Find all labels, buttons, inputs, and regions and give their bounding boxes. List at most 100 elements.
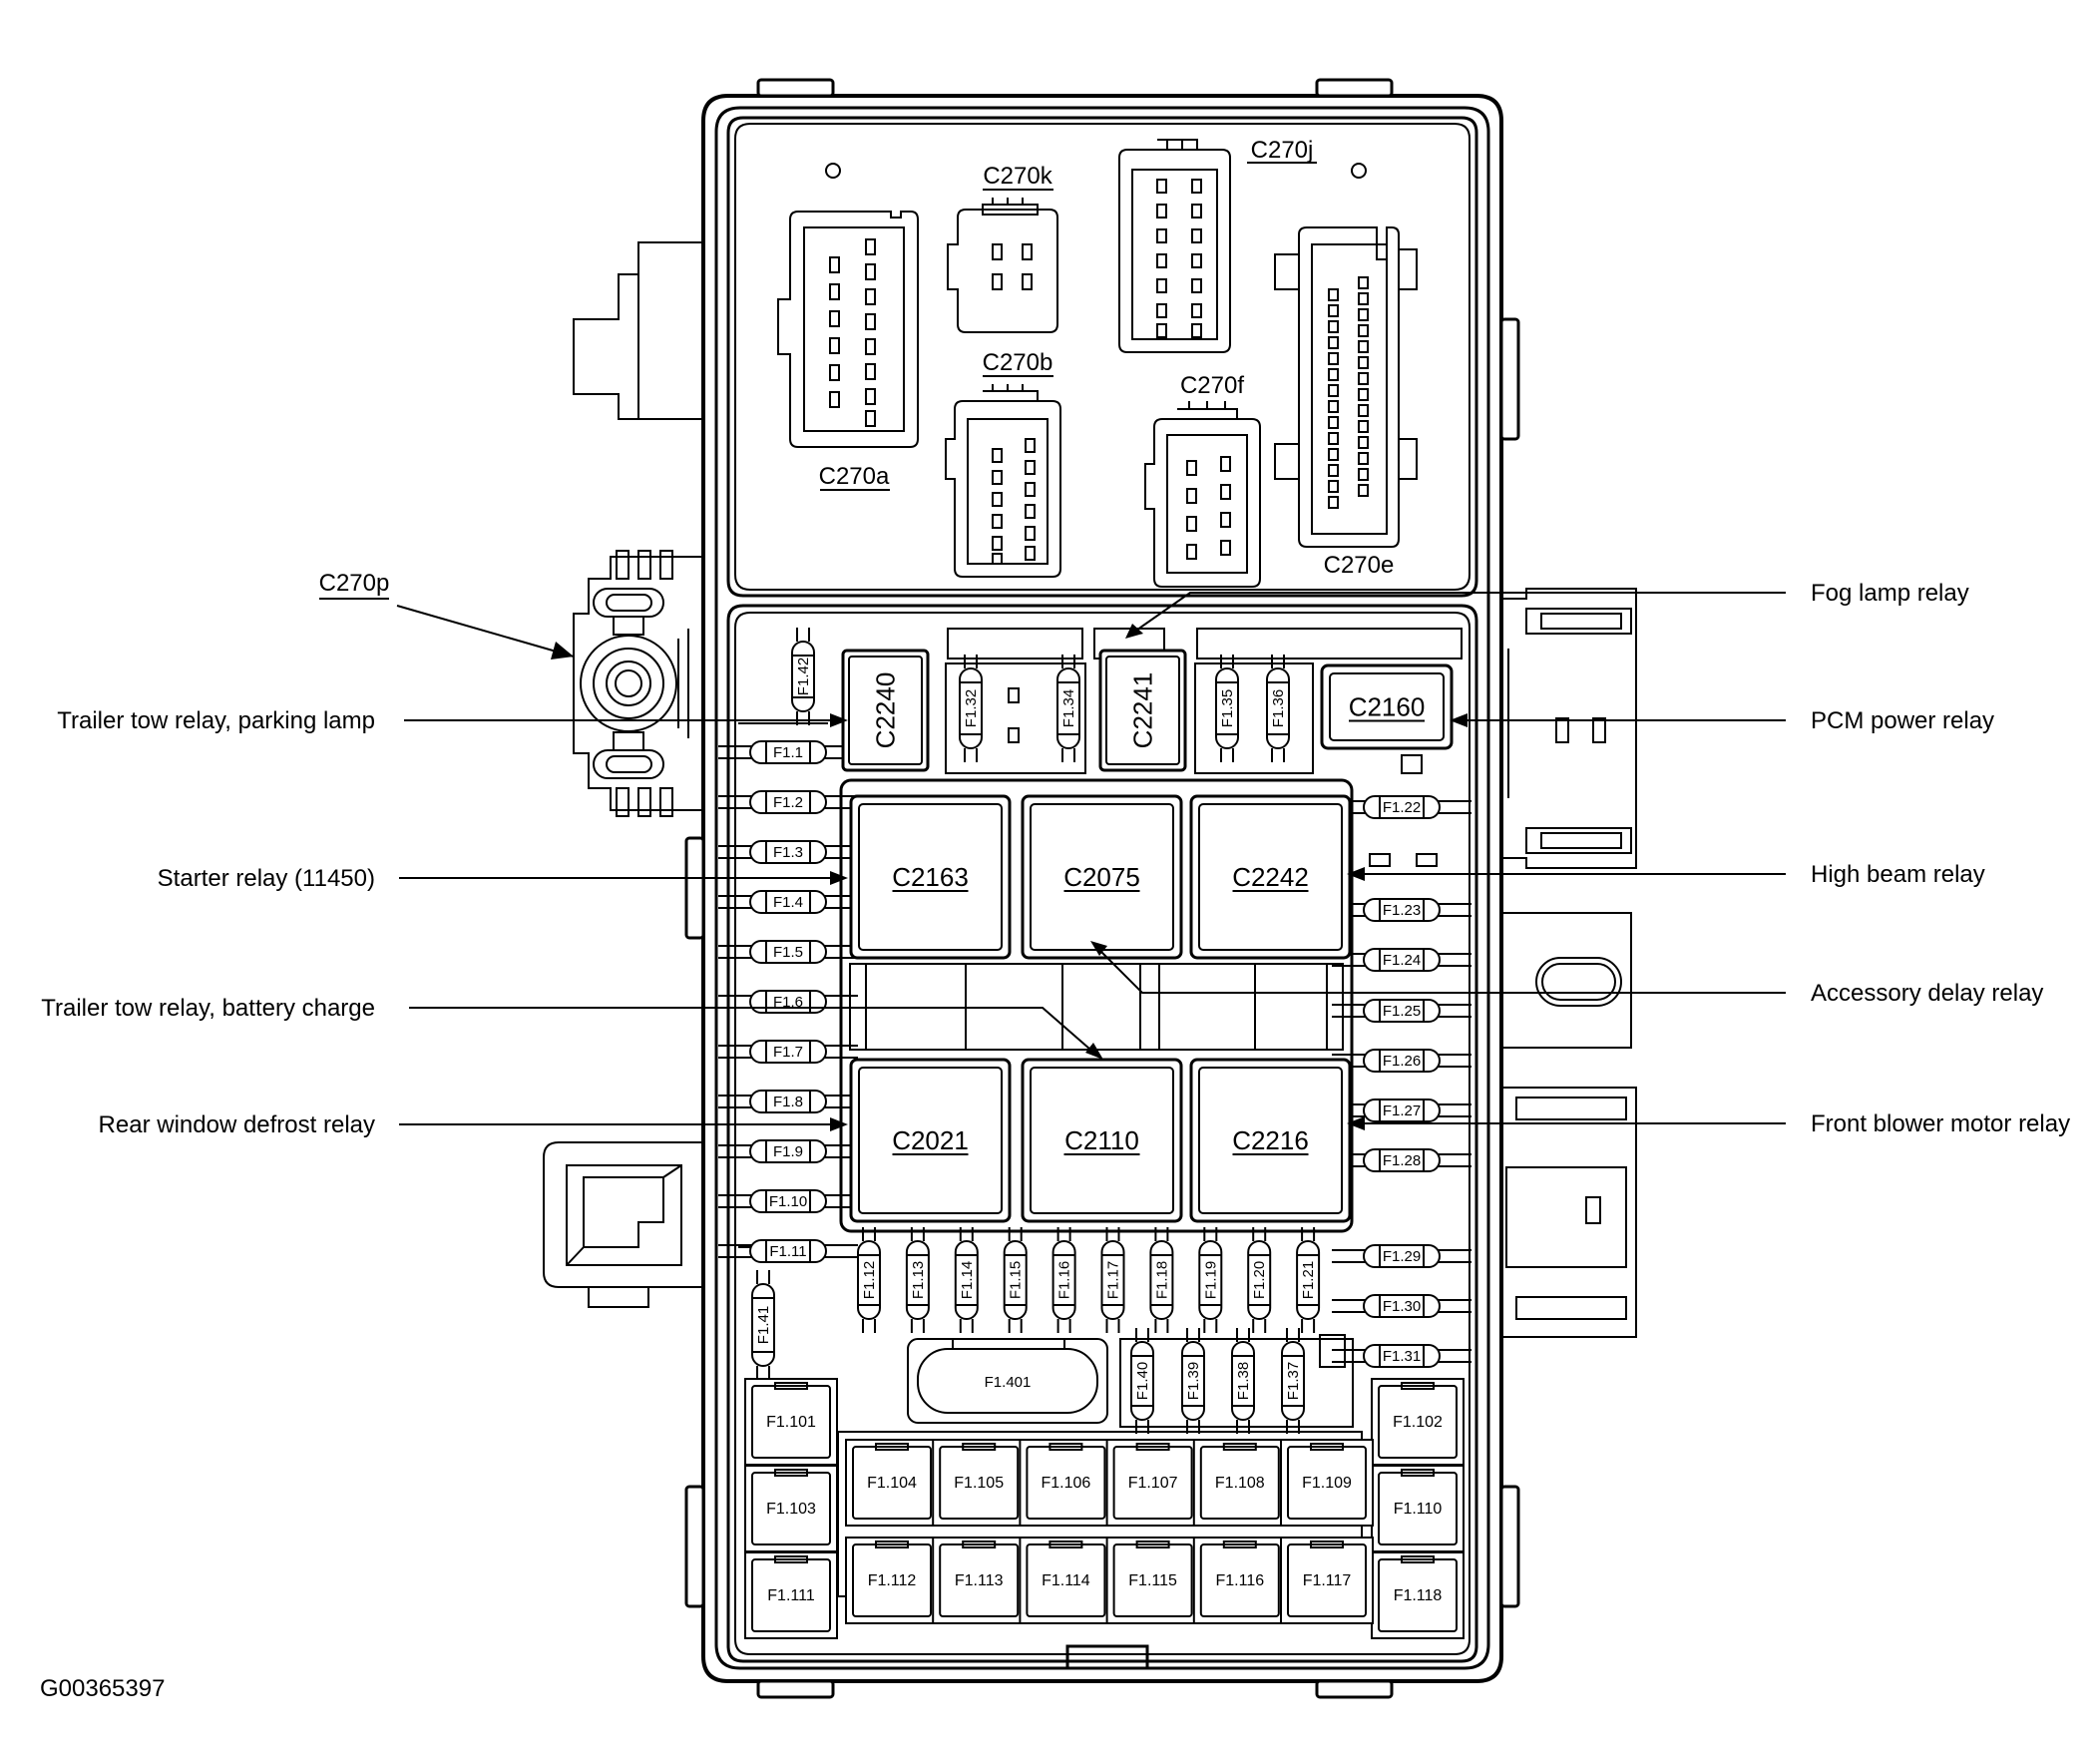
fuse-label: F1.14 [959, 1261, 976, 1299]
fuse-f1111: F1.111 [744, 1551, 838, 1639]
connector-c270a [777, 211, 919, 448]
c270e-pin [1358, 308, 1369, 321]
fuse-f116: F1.16 [1051, 1227, 1076, 1333]
fuse-label: F1.118 [1394, 1587, 1443, 1604]
fuse-box-housing [543, 78, 1637, 1699]
connector-c270f [1144, 401, 1261, 588]
fuse-tray: F1.401 [738, 628, 1463, 1597]
fuse-label: F1.105 [954, 1475, 1004, 1492]
fuse-label: F1.29 [1383, 1248, 1421, 1265]
fuse-f1106: F1.106 [1019, 1439, 1113, 1527]
fuse-f1116: F1.116 [1192, 1537, 1287, 1624]
fuse-f115: F1.15 [1003, 1227, 1028, 1333]
c270e-pin [1328, 416, 1339, 429]
fuse-label: F1.101 [766, 1414, 816, 1431]
connector-c270p [573, 550, 704, 817]
fuse-label: F1.113 [955, 1572, 1004, 1589]
fuse-label: F1.32 [963, 689, 980, 727]
c270e-pin [1328, 432, 1339, 445]
fuse-f119: F1.19 [1198, 1227, 1223, 1333]
relay-c2216: C2216 [1189, 1058, 1352, 1223]
c270e-pin [1358, 468, 1369, 481]
c270e-pin [1328, 368, 1339, 381]
fuse-f15: F1.5 [718, 940, 858, 964]
fuse-f17: F1.7 [718, 1040, 858, 1064]
fuse-f1113: F1.113 [932, 1537, 1027, 1624]
fuse-label: F1.41 [755, 1306, 772, 1344]
fuse-label: F1.35 [1219, 689, 1236, 727]
fuse-label: F1.115 [1128, 1572, 1177, 1589]
fuse-f14: F1.4 [718, 890, 858, 914]
c270e-pin [1328, 304, 1339, 317]
callout-front-blower: Front blower motor relay [1811, 1110, 2070, 1137]
fuse-f1117: F1.117 [1280, 1537, 1374, 1624]
fuse-label: F1.21 [1300, 1261, 1317, 1299]
fuse-label: F1.7 [773, 1044, 803, 1061]
fuse-f117: F1.17 [1100, 1227, 1125, 1333]
fuse-label: F1.26 [1383, 1053, 1421, 1070]
top-connectors: C270a C270k C270j [777, 137, 1418, 588]
connector-c270b [945, 384, 1061, 578]
relay-label: C2163 [892, 862, 969, 892]
c270e-pin [1358, 452, 1369, 465]
connector-c270k [947, 198, 1058, 333]
c270e-pin [1358, 324, 1369, 337]
fuse-f111: F1.11 [718, 1239, 858, 1263]
fuse-f110: F1.10 [718, 1189, 858, 1213]
fuse-f127: F1.27 [1332, 1099, 1471, 1122]
fuse-f132: F1.32 [959, 655, 983, 762]
fuse-f18: F1.8 [718, 1090, 858, 1113]
fuse-f112: F1.12 [857, 1227, 881, 1333]
connector-c270e [1274, 226, 1418, 548]
fuse-label: F1.110 [1394, 1501, 1443, 1518]
fuse-label: F1.12 [861, 1261, 878, 1299]
fuse-label: F1.31 [1383, 1348, 1421, 1365]
relay-c2021: C2021 [849, 1058, 1012, 1223]
fuse-f142: F1.42 [791, 628, 815, 725]
fuse-label: F1.11 [769, 1243, 806, 1260]
fuse-f125: F1.25 [1332, 999, 1471, 1023]
fuse-f121: F1.21 [1296, 1227, 1321, 1333]
fuse-label: F1.13 [910, 1261, 927, 1299]
fuse-f124: F1.24 [1332, 948, 1471, 972]
fuse-label: F1.116 [1215, 1572, 1264, 1589]
fuse-f140: F1.40 [1130, 1328, 1154, 1434]
label-c270j: C270j [1251, 137, 1314, 164]
c270e-pin [1328, 448, 1339, 461]
c270e-pin [1328, 352, 1339, 365]
relay-label: C2240 [871, 672, 901, 749]
fuse-label: F1.108 [1215, 1475, 1265, 1492]
c270e-pin [1328, 480, 1339, 493]
fuse-label: F1.39 [1185, 1362, 1202, 1400]
fuse-f141: F1.41 [751, 1270, 775, 1380]
c270e-pin [1328, 288, 1339, 301]
fuse-f19: F1.9 [718, 1139, 858, 1163]
fuse-label: F1.18 [1153, 1261, 1170, 1299]
fuse-label: F1.102 [1393, 1414, 1443, 1431]
label-c270e: C270e [1324, 552, 1395, 579]
fuse-label: F1.42 [795, 658, 812, 695]
fuse-f1101: F1.101 [744, 1378, 838, 1466]
fuse-f12: F1.2 [718, 790, 858, 814]
relay-c2163: C2163 [849, 794, 1012, 960]
relay-c2240: C2240 [841, 649, 930, 772]
fuse-f122: F1.22 [1332, 795, 1471, 819]
fuse-f16: F1.6 [718, 990, 858, 1014]
relay-label: C2242 [1232, 862, 1309, 892]
fuse-f1103: F1.103 [744, 1465, 838, 1552]
fuse-label: F1.109 [1302, 1475, 1352, 1492]
fuse-label: F1.103 [766, 1501, 816, 1518]
fuse-label: F1.107 [1128, 1475, 1178, 1492]
fuse-f1104: F1.104 [845, 1439, 939, 1527]
relay-label: C2241 [1128, 672, 1158, 749]
fuse-label: F1.15 [1008, 1261, 1025, 1299]
c270e-pin [1328, 384, 1339, 397]
fuse-label: F1.17 [1105, 1261, 1122, 1299]
fuse-f1112: F1.112 [845, 1537, 939, 1624]
relay-label: C2021 [892, 1125, 969, 1155]
fuse-f1115: F1.115 [1105, 1537, 1200, 1624]
fuse-f136: F1.36 [1266, 655, 1290, 762]
relay-c2075: C2075 [1021, 794, 1183, 960]
callout-leaders [319, 592, 1786, 1131]
